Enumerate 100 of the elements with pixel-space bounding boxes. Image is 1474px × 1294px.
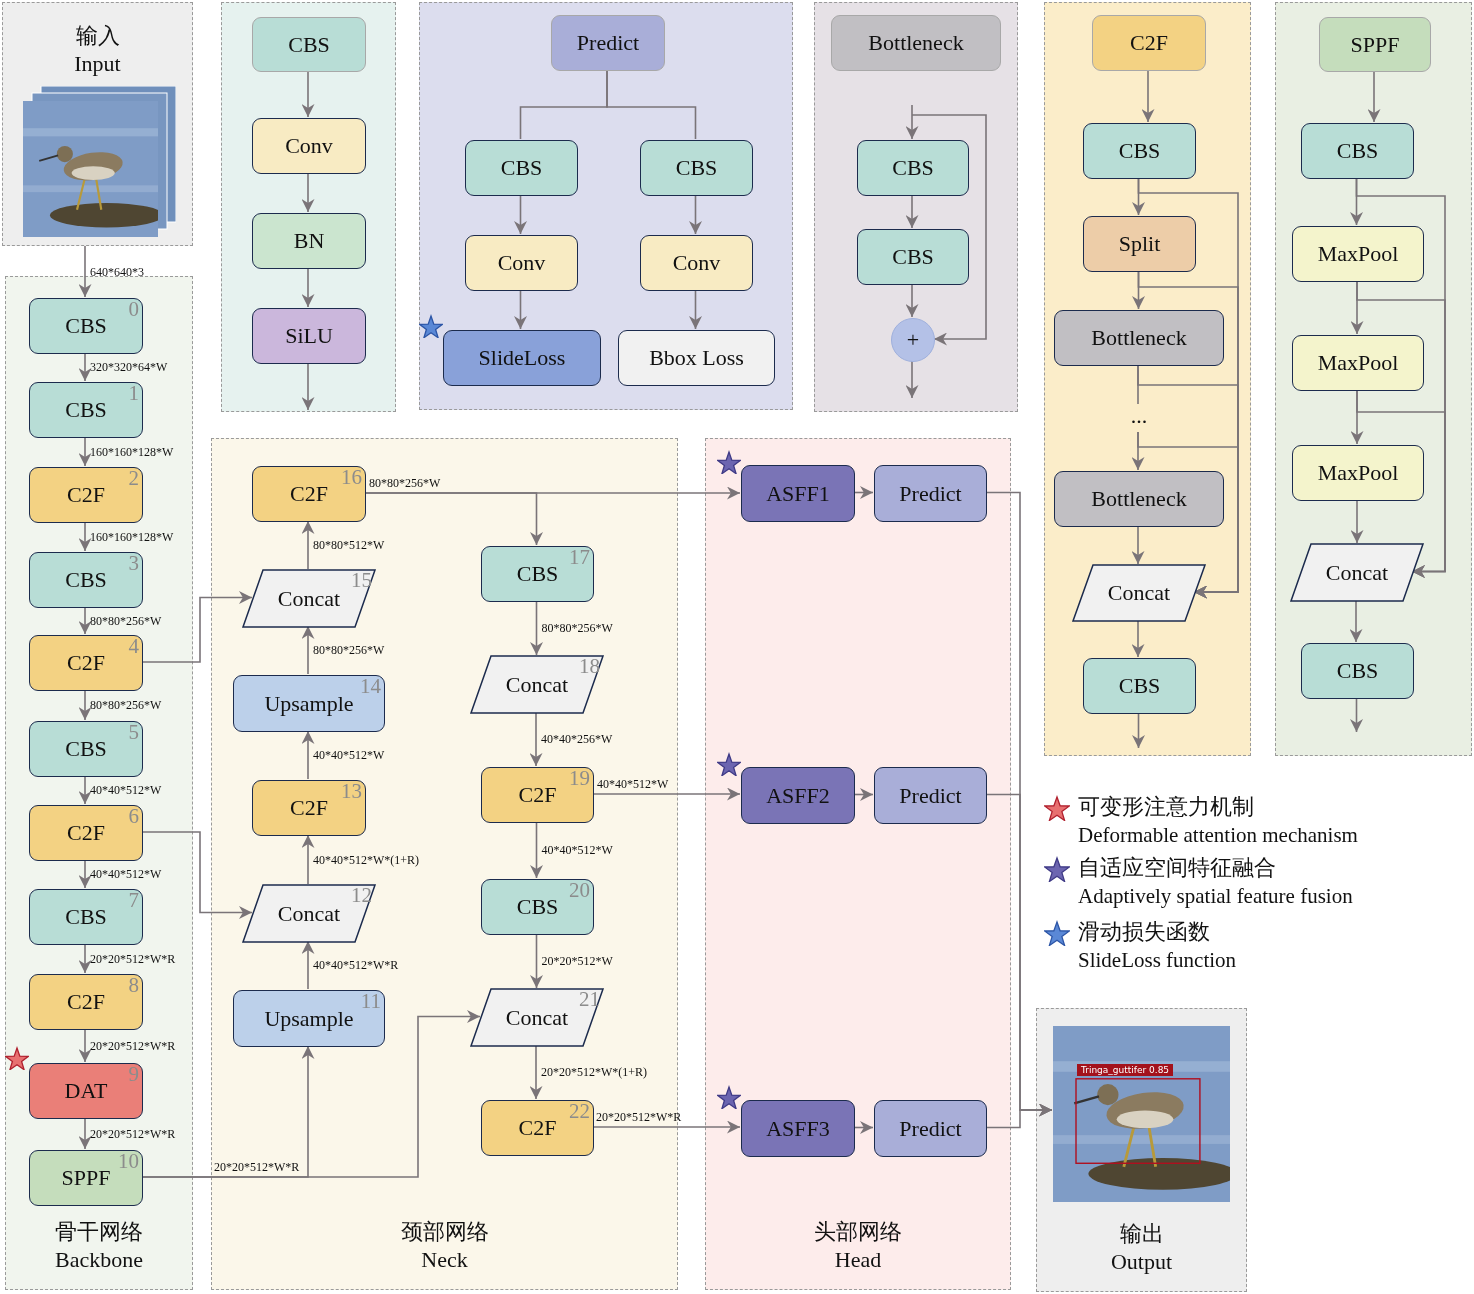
module-name: CBS [65, 313, 107, 339]
module-box [29, 382, 143, 438]
arrow [911, 114, 987, 346]
arrow [301, 730, 315, 780]
module-name: CBS [892, 244, 934, 270]
module-name: CBS [65, 397, 107, 423]
panel [1275, 2, 1472, 756]
arrow [78, 606, 92, 635]
edge-label: 80*80*256*W [90, 698, 162, 712]
module-box [481, 879, 594, 935]
module-name: CBS [675, 155, 718, 181]
layer-number: 22 [569, 1099, 590, 1123]
panel-title: Output [1110, 1249, 1173, 1275]
module-box [29, 1063, 143, 1119]
module-box [857, 140, 969, 196]
module-name: Bottleneck [1091, 486, 1187, 512]
module-name: Upsample [264, 690, 354, 717]
module-name: MaxPool [1317, 460, 1399, 486]
module-name: C2F [67, 482, 105, 508]
module-box [1054, 471, 1224, 527]
edge-label: 40*40*256*W [541, 732, 613, 746]
module-name: SPPF [1350, 31, 1400, 58]
module-name: CBS [65, 736, 107, 762]
module-box [1083, 216, 1196, 272]
arrow [301, 70, 315, 118]
module-box [443, 330, 601, 386]
module-name: Conv [672, 250, 721, 276]
module-box [252, 118, 366, 174]
arrow [301, 172, 315, 213]
layer-number: 16 [341, 465, 362, 489]
legend-text: 可变形注意力机制 [1078, 794, 1254, 820]
layer-number: 11 [360, 989, 381, 1013]
panel [814, 2, 1018, 412]
arrow [853, 486, 874, 499]
title-box [551, 15, 665, 71]
module-box [29, 889, 143, 945]
panel-title: Neck [421, 1247, 468, 1273]
module-box [233, 990, 385, 1047]
arrow [905, 104, 919, 140]
arrow [78, 943, 92, 974]
module-box [618, 330, 775, 386]
concat-parallelogram [1073, 565, 1205, 621]
panel-title: Head [834, 1247, 882, 1273]
module-box [1054, 310, 1224, 366]
module-name: CBS [516, 894, 559, 920]
arrow [1350, 499, 1364, 544]
module-name: MaxPool [1317, 350, 1399, 376]
module-box [29, 467, 143, 523]
module-box [874, 465, 987, 522]
edge-label: 20*20*512*W [541, 954, 613, 968]
edge-label: 20*20*512*W*R [214, 1160, 300, 1174]
module-box [252, 308, 366, 364]
module-name: CBS [65, 567, 107, 593]
module-name: CBS [516, 561, 559, 587]
module-box [741, 767, 855, 824]
layer-number: 13 [341, 779, 362, 803]
detection-label: Tringa_guttifer 0.85 [1077, 1064, 1174, 1076]
title-box [1319, 17, 1431, 72]
arrow [78, 352, 92, 382]
module-box [252, 213, 366, 269]
layer-number: 19 [569, 766, 590, 790]
module-box [481, 546, 594, 602]
module-name: ASFF1 [766, 480, 830, 507]
panel-title: Input [74, 51, 121, 77]
module-name: MaxPool [1317, 241, 1399, 267]
arrow [78, 245, 92, 298]
layer-number: 10 [118, 1149, 139, 1173]
arrow [530, 600, 543, 656]
module-name: Predict [576, 30, 640, 56]
module-name: Concat [1325, 559, 1389, 586]
title-box [831, 15, 1001, 71]
panel [1036, 1008, 1247, 1292]
edge-label: 320*320*64*W [90, 360, 168, 374]
module-name: Bottleneck [868, 30, 964, 56]
arrow [301, 834, 315, 885]
layer-number: 0 [128, 297, 139, 321]
module-box [29, 635, 143, 691]
module-box [741, 1100, 855, 1157]
module-name: Concat [505, 671, 569, 698]
edge-label: 40*40*512*W*R [313, 958, 399, 972]
module-box [1292, 226, 1424, 282]
edge-label: 40*40*512*W [313, 748, 385, 762]
arrow [529, 711, 543, 767]
module-name: SlideLoss [478, 345, 566, 371]
module-name: SiLU [285, 323, 333, 349]
legend-text: Deformable attention mechanism [1078, 822, 1358, 848]
edge-label: 40*40*512*W [90, 783, 162, 797]
connector-line [606, 69, 697, 140]
layer-number: 21 [579, 987, 600, 1011]
layer-number: 9 [128, 1062, 139, 1086]
arrow [905, 194, 919, 229]
module-name: C2F [67, 989, 105, 1015]
arrow [530, 933, 543, 989]
edge-label: 20*20*512*W*R [90, 1126, 176, 1141]
module-name: Upsample [264, 1005, 354, 1032]
arrow [301, 940, 315, 990]
panel [221, 2, 396, 412]
layer-number: 17 [569, 545, 590, 569]
module-box [481, 767, 594, 823]
module-box [252, 466, 366, 522]
